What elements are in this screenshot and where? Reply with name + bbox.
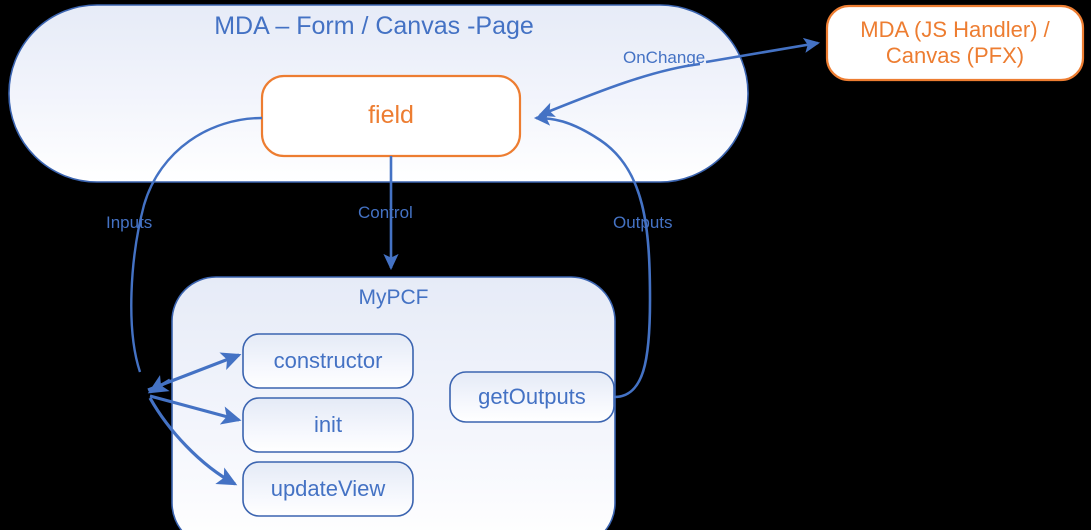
mypcf-container-title: MyPCF — [358, 286, 429, 309]
edge-inputs-path — [130, 116, 263, 373]
edge-label-control: Control — [358, 203, 413, 222]
edge-outputs-path — [533, 110, 652, 399]
edge-label-onchange: OnChange — [623, 48, 706, 67]
edge-inputs-to-init — [149, 394, 242, 425]
init-node[interactable] — [242, 397, 414, 453]
edge-inputs-to-updateview — [148, 397, 238, 486]
edge-inputs-converge-arrow — [147, 375, 171, 394]
edge-onchange-to-handler — [705, 37, 821, 64]
field-node[interactable] — [260, 74, 522, 158]
constructor-node[interactable] — [242, 333, 414, 389]
edge-label-outputs: Outputs — [613, 213, 673, 232]
handler-node[interactable] — [825, 4, 1085, 82]
edge-label-inputs: Inputs — [106, 213, 153, 232]
mda-form-container-title: MDA – Form / Canvas -Page — [214, 12, 534, 40]
edge-onchange-to-field — [538, 62, 701, 117]
update-view-node[interactable] — [242, 461, 414, 517]
get-outputs-node[interactable] — [449, 371, 615, 423]
